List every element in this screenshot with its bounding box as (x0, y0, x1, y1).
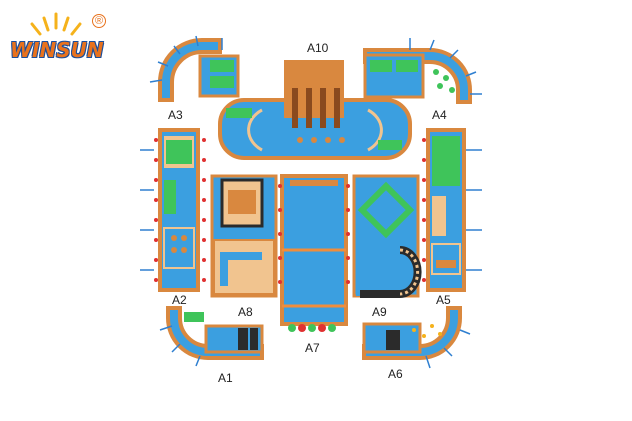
label-a6: A6 (388, 367, 403, 381)
label-a4: A4 (432, 108, 447, 122)
brand-logo: WINSUN ® (0, 0, 120, 80)
zone-a1-curve (166, 306, 264, 360)
a2-stakes (140, 149, 154, 271)
label-a1: A1 (218, 371, 233, 385)
label-a9: A9 (372, 305, 387, 319)
a1-stakes (159, 325, 201, 367)
a4-stakes (409, 38, 482, 95)
zone-a8 (210, 174, 278, 298)
zone-a6-curve (362, 306, 462, 360)
label-a5: A5 (436, 293, 451, 307)
a7-anchors (278, 184, 350, 284)
zone-a4-curve (363, 48, 472, 104)
label-a2: A2 (172, 293, 187, 307)
logo-text: WINSUN (10, 38, 104, 62)
zone-a9 (352, 174, 422, 298)
label-a3: A3 (168, 108, 183, 122)
registered-mark: ® (92, 14, 106, 28)
a7-entrance-balls (288, 324, 336, 332)
zone-a7 (280, 174, 348, 332)
a5-stakes (466, 149, 482, 271)
a3-stakes (149, 35, 223, 83)
a6-stakes (425, 329, 471, 369)
label-a8: A8 (238, 305, 253, 319)
zone-a2 (158, 128, 200, 292)
zone-a10 (218, 60, 412, 160)
label-a10: A10 (307, 41, 329, 55)
a5-anchors (422, 138, 426, 282)
zone-a5 (426, 128, 466, 292)
label-a7: A7 (305, 341, 320, 355)
zone-a3-curve (158, 38, 240, 102)
a2-anchors (154, 138, 206, 282)
sun-icon (30, 12, 82, 36)
